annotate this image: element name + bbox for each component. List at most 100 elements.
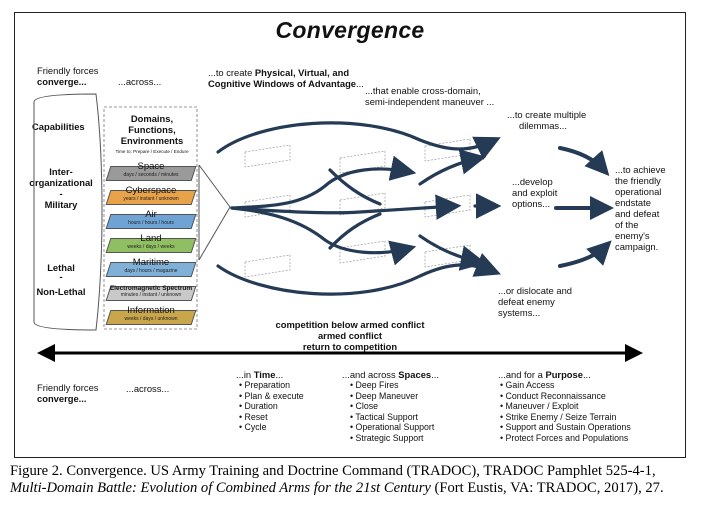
domain-time-sub: years / instant / unknown (123, 196, 179, 202)
flow-arrow-top (216, 121, 501, 160)
dash-label: - (59, 271, 63, 282)
time-heading-prefix: ...in (236, 369, 254, 380)
flow-arrow-lower-mid (230, 206, 417, 266)
domain-name: Cyberspace (125, 185, 177, 196)
time-list: PreparationPlan & executeDurationResetCy… (239, 380, 304, 433)
domain-time-sub: hours / hours / hours (128, 220, 174, 226)
spaces-item: Strategic Support (350, 433, 439, 444)
capabilities-bracket (33, 93, 103, 331)
inter-label: Inter- (49, 166, 73, 177)
time-item: Cycle (239, 422, 304, 433)
purpose-item: Maneuver / Exploit (500, 401, 631, 412)
dash-label: - (59, 188, 63, 199)
lethal-nonlethal-label: Lethal - Non-Lethal (20, 262, 102, 297)
domain-time-sub: days / hours / magazine (124, 268, 178, 274)
spaces-item: Close (350, 401, 439, 412)
windows-bold-2: Cognitive Windows of Advantage (208, 78, 357, 89)
dislocate-systems-line-2: defeat enemy (498, 296, 555, 307)
inter-org-military-label: Inter- organizational - Military (20, 166, 102, 210)
domains-header: Domains, Functions, Environments (106, 113, 198, 146)
capabilities-label: Capabilities (32, 121, 85, 132)
flow-arrow-middle (230, 194, 462, 220)
lethal-label: Lethal (47, 262, 75, 273)
time-item: Plan & execute (239, 391, 304, 402)
domain-time-sub: minutes / instant / unknown (120, 292, 182, 298)
domains-header-line-3: Environments (120, 135, 184, 146)
domain-name: Space (137, 161, 165, 172)
to-create-prefix: ...to create (208, 67, 253, 78)
spaces-heading-suffix: ... (431, 369, 439, 380)
spaces-item: Deep Fires (350, 380, 439, 391)
achieve-endstate-line-5: and defeat (615, 208, 660, 219)
develop-options-line-1: ...develop (512, 176, 553, 187)
purpose-item: Protect Forces and Populations (500, 433, 631, 444)
converge-label: converge... (37, 393, 87, 404)
spaces-item: Deep Maneuver (350, 391, 439, 402)
domains-header-line-1: Domains, (130, 113, 174, 124)
purpose-heading-prefix: ...and for a (498, 369, 546, 380)
domains-header-line-2: Functions, (128, 124, 176, 135)
competition-line-2: armed conflict (317, 330, 383, 341)
achieve-endstate-line-3: operational (615, 186, 662, 197)
windows-of-advantage-text: ...to create Physical, Virtual, and Cogn… (208, 67, 378, 89)
achieve-endstate-line-1: ...to achieve (615, 164, 666, 175)
windows-suffix: ... (356, 78, 364, 89)
flow-arrow-bottom (216, 252, 501, 296)
converge-label: converge... (37, 76, 87, 87)
domains-header-sub: Time to: Prepare / Execute / Endure (115, 149, 189, 154)
dilemmas-line-1: ...to create multiple (507, 109, 587, 120)
caption-italic-title: Multi-Domain Battle: Evolution of Combin… (10, 480, 431, 496)
dislocate-systems-line-3: systems... (498, 307, 541, 318)
time-column: ...in Time... PreparationPlan & executeD… (236, 369, 304, 433)
spaces-item: Tactical Support (350, 412, 439, 423)
endstate-arrow-bottom (558, 240, 612, 268)
purpose-column: ...and for a Purpose... Gain AccessCondu… (498, 369, 631, 444)
caption-text-2: (Fort Eustis, VA: TRADOC, 2017), 27. (430, 480, 664, 496)
competition-line-1: competition below armed conflict (275, 319, 425, 330)
achieve-endstate-line-6: of the (615, 219, 639, 230)
flow-arrow-cross-1 (328, 168, 382, 206)
competition-labels: competition below armed conflict armed c… (250, 319, 450, 352)
achieve-endstate-line-4: endstate (615, 197, 651, 208)
time-item: Reset (239, 412, 304, 423)
flow-arrow-right-up (418, 149, 487, 186)
figure-caption: Figure 2. Convergence. US Army Training … (10, 463, 694, 497)
diagram-title: Convergence (275, 17, 425, 43)
spaces-list: Deep FiresDeep ManeuverCloseTactical Sup… (350, 380, 439, 444)
across-bottom: ...across... (126, 383, 170, 394)
friendly-forces-label: Friendly forces (37, 65, 99, 76)
across-top: ...across... (118, 76, 162, 87)
purpose-heading: Purpose (545, 369, 583, 380)
friendly-forces-top: Friendly forces converge... (37, 65, 98, 87)
spaces-column: ...and across Spaces... Deep FiresDeep M… (342, 369, 439, 444)
domain-time-sub: weeks / days / weeks (127, 244, 175, 250)
domain-time-sub: days / seconds / minutes (123, 172, 179, 178)
flow-arrow-cross-2 (328, 212, 382, 250)
flow-arrow-upper-mid (230, 155, 417, 210)
military-label: Military (44, 199, 78, 210)
friendly-forces-bottom: Friendly forces converge... (37, 382, 98, 404)
cross-domain-line-2: semi-independent maneuver ... (365, 96, 495, 107)
purpose-item: Gain Access (500, 380, 631, 391)
cross-domain-line-1: ...that enable cross-domain, (365, 85, 481, 96)
develop-options-line-2: and exploit (512, 187, 558, 198)
organizational-label: organizational (29, 177, 93, 188)
friendly-forces-label: Friendly forces (37, 382, 99, 393)
endstate-arrow-top (558, 146, 610, 176)
domain-name: Maritime (132, 257, 170, 268)
purpose-item: Conduct Reconnaissance (500, 391, 631, 402)
purpose-item: Support and Sustain Operations (500, 422, 631, 433)
dislocate-systems-line-1: ...or dislocate and (498, 285, 573, 296)
spaces-heading: Spaces (398, 369, 432, 380)
non-lethal-label: Non-Lethal (36, 286, 86, 297)
domain-name: Electromagnetic Spectrum (109, 285, 193, 292)
spaces-item: Operational Support (350, 422, 439, 433)
purpose-list: Gain AccessConduct ReconnaissanceManeuve… (500, 380, 631, 444)
dilemmas-text: ...to create multiple dilemmas... (507, 109, 586, 131)
dilemmas-line-2: dilemmas... (519, 120, 567, 131)
caption-text-1: Figure 2. Convergence. US Army Training … (10, 463, 656, 479)
domains-dashed-box (103, 106, 198, 330)
